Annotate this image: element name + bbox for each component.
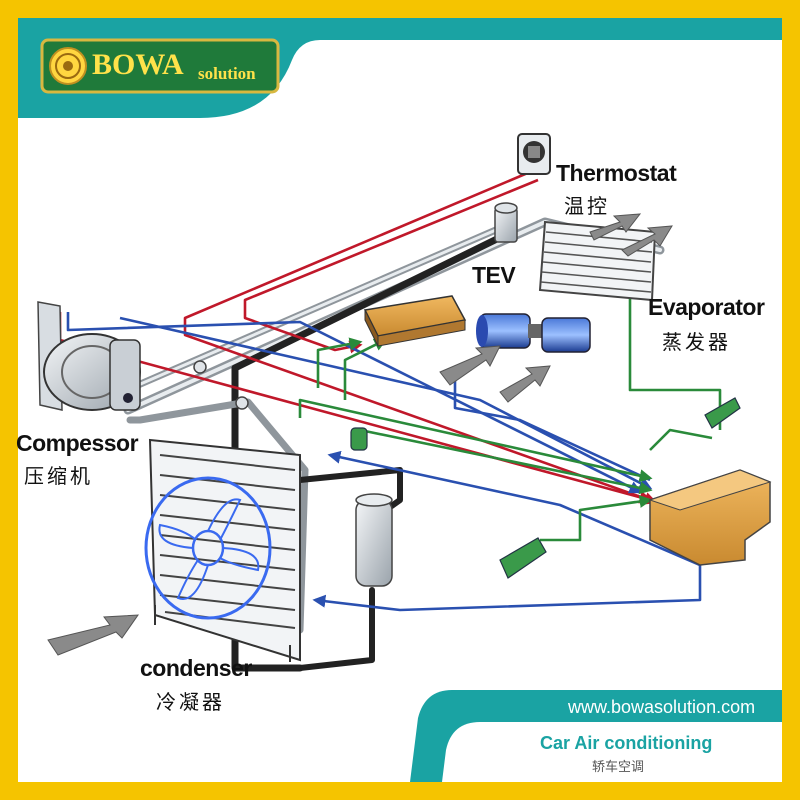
climate-control-unit xyxy=(648,469,772,566)
airflow-arrow-icon xyxy=(499,365,551,403)
sensor-2 xyxy=(499,537,547,579)
thermostat-label: Thermostat xyxy=(556,160,677,186)
blower-icon xyxy=(476,313,591,353)
wire-red-2 xyxy=(243,178,539,354)
wire-blue-1 xyxy=(66,312,643,494)
logo-emblem xyxy=(49,47,87,85)
airflow-arrow-icon xyxy=(439,345,501,386)
compressor-label-zh: 压缩机 xyxy=(24,464,93,488)
airflow-arrow-icon xyxy=(589,213,642,241)
control-wiring xyxy=(58,170,722,612)
airflow-arrow-icon xyxy=(621,225,673,257)
airflow-arrows xyxy=(47,213,673,656)
tev-label: TEV xyxy=(472,262,516,288)
diagram-title-zh: 轿车空调 xyxy=(592,759,645,774)
logo-sub: solution xyxy=(198,64,256,83)
thermostat-dial-icon xyxy=(517,133,551,175)
compressor-unit xyxy=(37,301,141,411)
wire-green-2 xyxy=(298,398,653,483)
evaporator-label: Evaporator xyxy=(648,294,765,320)
service-port-1 xyxy=(193,360,207,374)
control-module xyxy=(363,295,467,347)
compressor-label: Compessor xyxy=(16,430,139,456)
evaporator-coil xyxy=(538,220,657,302)
service-port-2 xyxy=(235,396,249,410)
condenser-label: condenser xyxy=(140,655,252,681)
airflow-arrow-icon xyxy=(47,614,139,656)
tev-valve xyxy=(494,202,518,243)
evaporator-label-zh: 蒸发器 xyxy=(662,330,731,354)
condenser-label-zh: 冷凝器 xyxy=(156,690,225,714)
diagram-title: Car Air conditioning xyxy=(540,733,713,753)
thermostat-label-zh: 温控 xyxy=(564,194,610,218)
logo-plate xyxy=(40,38,280,94)
logo-main: BOWA xyxy=(92,48,184,81)
website-url: www.bowasolution.com xyxy=(568,697,756,717)
footer-inner xyxy=(442,722,782,782)
sensor-1 xyxy=(704,397,741,429)
fan-icon xyxy=(144,476,272,620)
pressure-switch xyxy=(350,427,368,451)
receiver-drier xyxy=(355,493,393,587)
